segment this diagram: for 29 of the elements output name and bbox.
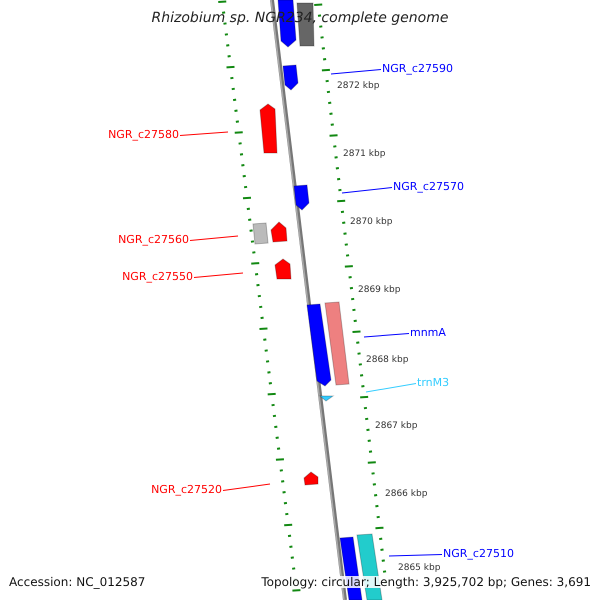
gene-label: NGR_c27580 — [108, 129, 179, 140]
scale-label: 2867 kbp — [375, 422, 418, 431]
leader-line — [190, 236, 238, 241]
scale-label: 2872 kbp — [337, 82, 380, 91]
scale-label: 2869 kbp — [358, 286, 400, 295]
scale-label: 2865 kbp — [398, 564, 440, 573]
gene-label: NGR_c27590 — [382, 63, 453, 74]
leader-line — [364, 333, 410, 338]
leader-line — [366, 383, 416, 392]
gene-label: NGR_c27570 — [393, 181, 464, 192]
leader-line — [194, 272, 244, 278]
scale-label: 2871 kbp — [343, 150, 386, 159]
gene-label: NGR_c27550 — [122, 271, 193, 282]
diagram-title: Rhizobium sp. NGR234, complete genome — [150, 11, 450, 25]
leader-line — [180, 132, 228, 136]
leader-line — [222, 484, 270, 491]
accession-text: Accession: NC_012587 — [9, 576, 146, 588]
gene-label: NGR_c27560 — [118, 234, 189, 245]
gene-label: NGR_c27510 — [443, 548, 514, 559]
scale-label: 2866 kbp — [385, 490, 428, 499]
scale-label: 2870 kbp — [350, 218, 392, 227]
leader-line — [330, 69, 382, 74]
leader-line — [388, 554, 442, 556]
gene-label: mnmA — [410, 327, 446, 338]
gene-label: NGR_c27520 — [151, 484, 222, 495]
scale-label: 2868 kbp — [366, 356, 408, 365]
leader-line — [342, 187, 392, 194]
gene-label: trnM3 — [417, 377, 450, 388]
summary-text: Topology: circular; Length: 3,925,702 bp; Genes: 3,691 — [261, 576, 591, 588]
